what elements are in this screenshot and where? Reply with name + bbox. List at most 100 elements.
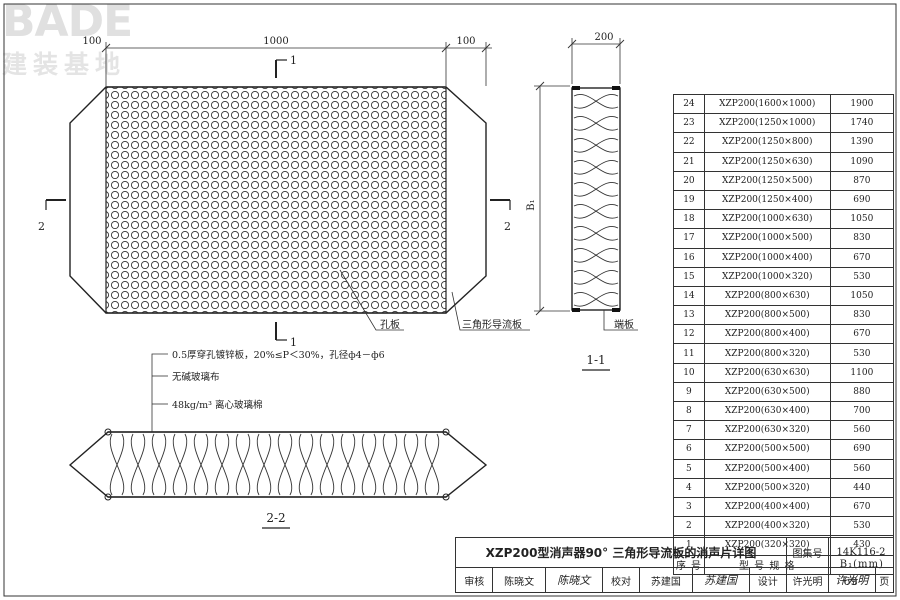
- cell-b1: 530: [829, 516, 895, 537]
- cell-no: 8: [673, 400, 705, 422]
- section-mark-1-top: 1: [290, 54, 297, 67]
- designer-signature: 许光明: [828, 567, 876, 593]
- watermark-logo: BADE 建装基地: [2, 0, 133, 80]
- cell-b1: 1390: [829, 132, 895, 153]
- dim-1000: 1000: [263, 36, 288, 47]
- cell-b1: 670: [829, 247, 895, 268]
- cell-model: XZP200(800×320): [703, 343, 831, 364]
- cell-no: 20: [673, 170, 705, 191]
- cell-b1: 560: [829, 458, 895, 479]
- cell-no: 22: [673, 132, 705, 153]
- cell-model: XZP200(630×400): [703, 400, 831, 422]
- note-glass-cloth: 无碱玻璃布: [172, 371, 220, 383]
- cell-model: XZP200(500×320): [703, 477, 831, 498]
- cell-no: 6: [673, 439, 705, 460]
- cell-no: 2: [673, 516, 705, 537]
- dim-100-left: 100: [82, 36, 101, 47]
- review-label: 审核: [454, 567, 494, 593]
- cell-no: 15: [673, 266, 705, 287]
- cell-model: XZP200(500×400): [703, 458, 831, 479]
- cell-no: 21: [673, 151, 705, 172]
- cell-no: 7: [673, 420, 705, 441]
- cell-b1: 830: [829, 228, 895, 249]
- dim-200: 200: [594, 32, 613, 43]
- section-2-2: 0.5厚穿孔镀锌板，20%≤P＜30%，孔径ф4－ф6 无碱玻璃布 48kg/m…: [68, 349, 488, 529]
- cell-model: XZP200(630×630): [703, 362, 831, 383]
- cell-model: XZP200(630×500): [703, 381, 831, 403]
- cell-model: XZP200(1000×500): [703, 228, 831, 249]
- dim-b1: B₁: [526, 199, 537, 210]
- cell-model: XZP200(1250×500): [703, 170, 831, 191]
- cell-model: XZP200(1600×1000): [703, 93, 831, 115]
- cell-b1: 880: [829, 381, 895, 403]
- cell-no: 14: [673, 285, 705, 307]
- cell-b1: 440: [829, 477, 895, 498]
- cell-model: XZP200(1250×400): [703, 189, 831, 211]
- logo-text-cn: 建装基地: [2, 50, 127, 79]
- label-section-2-2: 2-2: [266, 511, 285, 525]
- plan-view: 1000 100 100 1 1 2 2 孔板 三角形导流板: [38, 36, 530, 349]
- cell-model: XZP200(800×500): [703, 305, 831, 326]
- cell-b1: 1090: [829, 151, 895, 172]
- cell-b1: 830: [829, 305, 895, 326]
- cell-b1: 670: [829, 496, 895, 518]
- cell-b1: 690: [829, 439, 895, 460]
- cell-no: 3: [673, 496, 705, 518]
- cell-model: XZP200(1000×400): [703, 247, 831, 268]
- cell-no: 13: [673, 305, 705, 326]
- cell-b1: 870: [829, 170, 895, 191]
- cell-b1: 1900: [829, 93, 895, 115]
- perforated-plate: [105, 86, 447, 314]
- cell-no: 16: [673, 247, 705, 268]
- checker-name: 苏建国: [639, 567, 693, 593]
- reviewer-signature: 陈晓文: [544, 567, 603, 593]
- cell-model: XZP200(400×400): [703, 496, 831, 518]
- cell-no: 24: [673, 93, 705, 115]
- page-label: 页: [874, 567, 895, 593]
- label-end-plate: 端板: [614, 318, 634, 331]
- cell-b1: 530: [829, 266, 895, 287]
- cell-model: XZP200(1250×630): [703, 151, 831, 172]
- checker-signature: 苏建国: [691, 567, 750, 593]
- designer-name: 许光明: [786, 567, 830, 593]
- cell-model: XZP200(1250×1000): [703, 113, 831, 134]
- atlas-label: 图集号: [786, 537, 830, 568]
- cell-no: 17: [673, 228, 705, 249]
- logo-text-en: BADE: [2, 0, 133, 47]
- check-label: 校对: [601, 567, 641, 593]
- title-block: XZP200型消声器90° 三角形导流板的消声片详图 图集号 14K116-2 …: [454, 537, 895, 593]
- cell-no: 12: [673, 324, 705, 345]
- cell-no: 18: [673, 209, 705, 230]
- cell-no: 23: [673, 113, 705, 134]
- note-perforated-sheet: 0.5厚穿孔镀锌板，20%≤P＜30%，孔径ф4－ф6: [172, 349, 385, 361]
- cell-model: XZP200(400×320): [703, 516, 831, 537]
- cell-no: 5: [673, 458, 705, 479]
- cell-b1: 690: [829, 189, 895, 211]
- label-perforated-plate: 孔板: [380, 318, 400, 331]
- cell-b1: 560: [829, 420, 895, 441]
- atlas-number: 14K116-2: [828, 537, 894, 568]
- design-label: 设计: [748, 567, 788, 593]
- cell-model: XZP200(1000×320): [703, 266, 831, 287]
- cell-b1: 670: [829, 324, 895, 345]
- cell-b1: 530: [829, 343, 895, 364]
- cell-no: 4: [673, 477, 705, 498]
